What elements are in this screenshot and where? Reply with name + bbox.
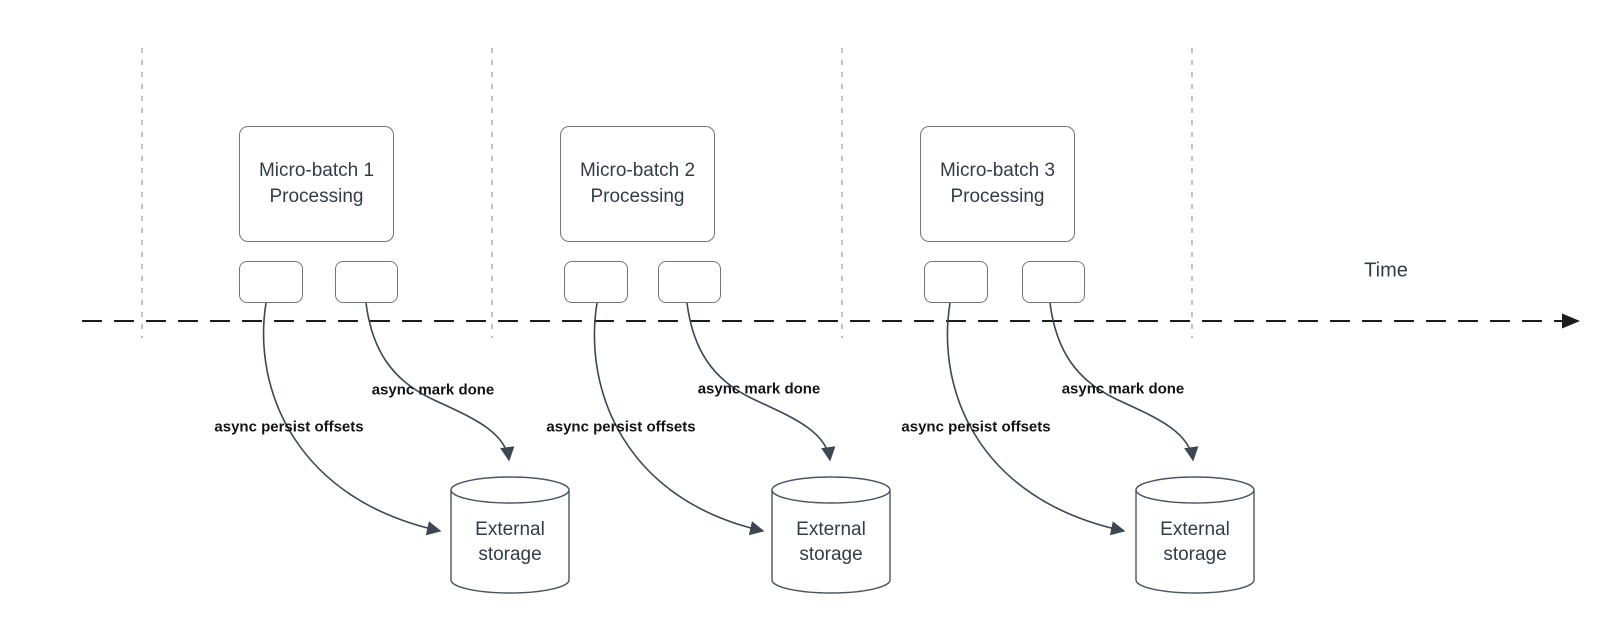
persist-offsets-label-3: async persist offsets xyxy=(901,418,1051,436)
external-storage-label-1: External storage xyxy=(475,519,545,565)
external-storage-label-3: External storage xyxy=(1160,519,1230,565)
mark-done-task-node-2 xyxy=(658,261,721,303)
processing-box-label: Micro-batch 3 Processing xyxy=(939,160,1056,207)
persist-offsets-arrow-2 xyxy=(593,302,765,536)
external-storage-cylinder-3 xyxy=(1135,476,1255,594)
external-storage-cylinder-2 xyxy=(771,476,891,594)
time-axis-label: Time xyxy=(1364,259,1408,282)
processing-box-2: Micro-batch 2 Processing xyxy=(560,126,715,242)
external-storage-cylinder-1 xyxy=(450,476,570,594)
persist-offsets-task-node-3 xyxy=(924,261,988,303)
mark-done-arrow-1 xyxy=(365,302,515,462)
mark-done-task-node-3 xyxy=(1022,261,1085,303)
time-axis-arrowhead xyxy=(1562,313,1580,329)
external-storage-label-2: External storage xyxy=(796,519,866,565)
processing-box-label: Micro-batch 1 Processing xyxy=(258,160,375,207)
mark-done-label-3: async mark done xyxy=(1061,380,1185,398)
persist-offsets-arrow-3 xyxy=(946,302,1126,536)
mark-done-label-2: async mark done xyxy=(697,380,821,398)
mark-done-arrow-2 xyxy=(686,302,836,462)
persist-offsets-task-node-2 xyxy=(564,261,628,303)
persist-offsets-task-node-1 xyxy=(239,261,303,303)
mark-done-label-1: async mark done xyxy=(371,381,495,399)
persist-offsets-label-1: async persist offsets xyxy=(214,418,364,436)
mark-done-task-node-1 xyxy=(335,261,398,303)
processing-box-3: Micro-batch 3 Processing xyxy=(920,126,1075,242)
persist-offsets-label-2: async persist offsets xyxy=(546,418,696,436)
processing-box-label: Micro-batch 2 Processing xyxy=(579,160,696,207)
mark-done-arrow-3 xyxy=(1049,302,1199,462)
persist-offsets-arrow-1 xyxy=(262,302,442,536)
processing-box-1: Micro-batch 1 Processing xyxy=(239,126,394,242)
